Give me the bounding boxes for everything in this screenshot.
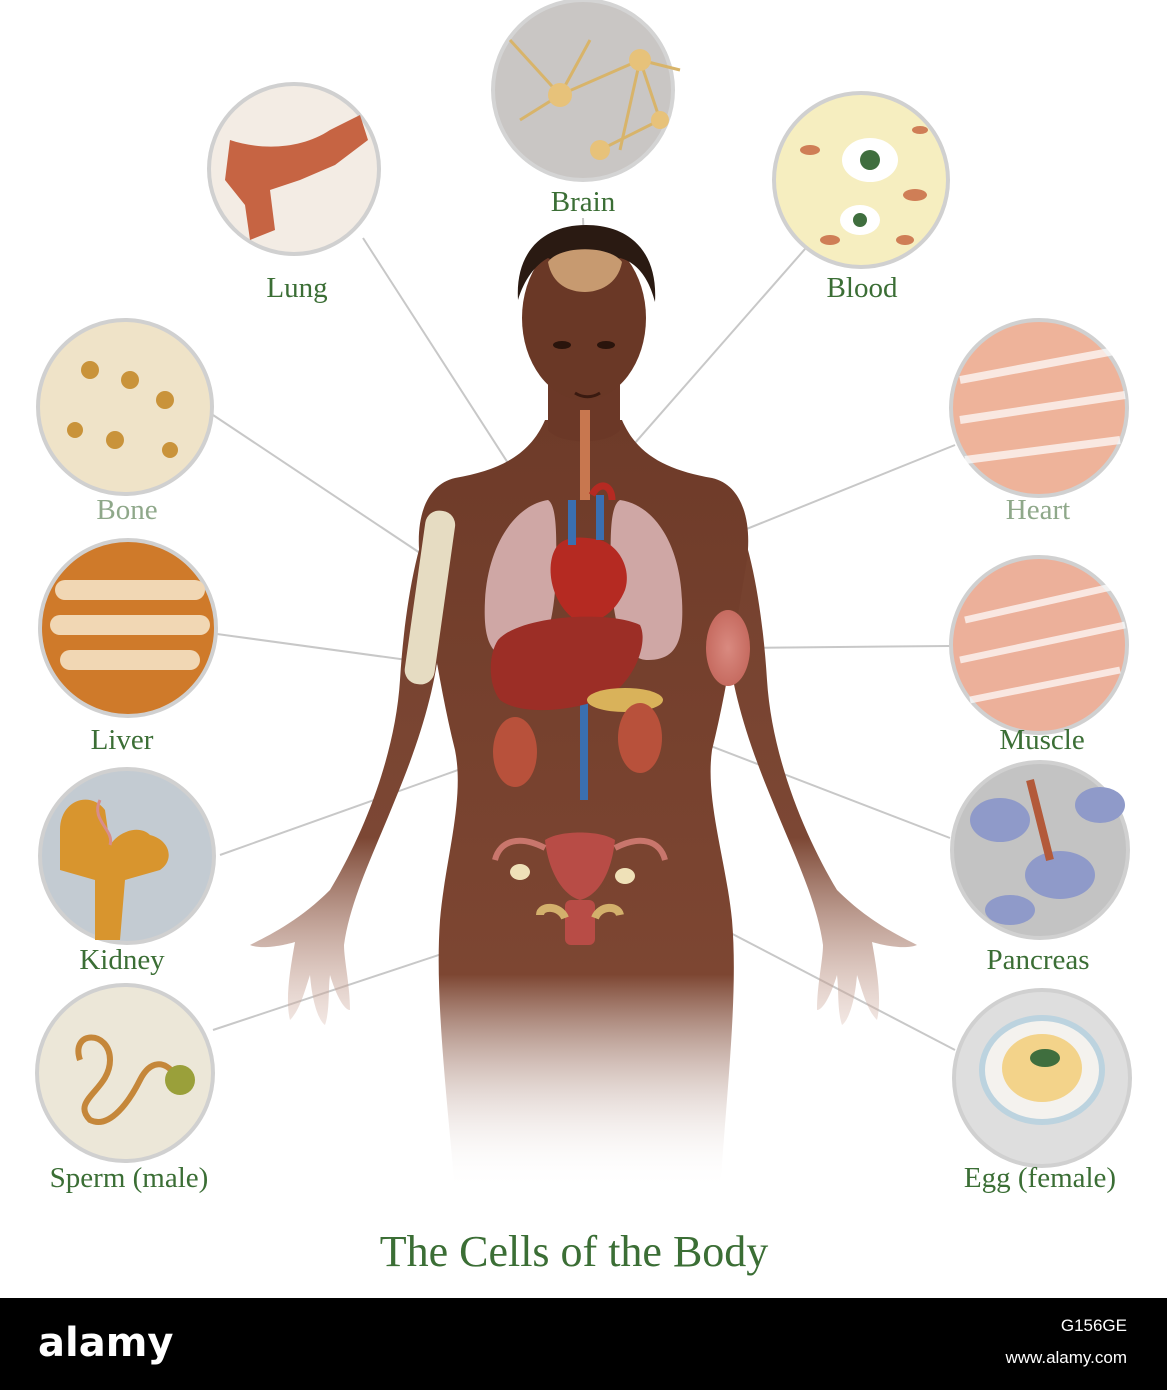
pancreas-cell-circle	[950, 760, 1130, 940]
label-heart: Heart	[1005, 494, 1071, 526]
lung-leader	[362, 237, 536, 506]
label-brain: Brain	[550, 186, 616, 218]
bone-leader	[212, 414, 439, 566]
left-lung	[484, 500, 557, 660]
vagina	[565, 900, 595, 945]
right-ovary	[615, 868, 635, 884]
left-arm	[250, 490, 445, 1025]
label-kidney: Kidney	[79, 944, 165, 976]
muscle-leader	[729, 645, 951, 649]
liver-cell-circle	[38, 538, 218, 718]
diagram-title: The Cells of the Body	[379, 1227, 769, 1276]
heart-organ	[550, 537, 627, 623]
label-blood: Blood	[826, 272, 898, 304]
left-ovary	[510, 864, 530, 880]
right-eye	[597, 341, 615, 349]
arm-muscle	[706, 610, 750, 686]
blood-cell-circle	[772, 91, 950, 269]
liver-organ	[490, 616, 643, 711]
right-kidney	[618, 703, 662, 773]
fallopian-tubes	[492, 837, 668, 861]
cells-diagram	[35, 0, 1132, 1190]
sperm-cell-circle	[35, 983, 215, 1163]
aorta	[588, 482, 616, 501]
label-pancreas: Pancreas	[986, 944, 1090, 976]
human-figure	[250, 225, 917, 1190]
lung-cell-circle	[207, 82, 381, 256]
label-liver: Liver	[90, 724, 154, 756]
muscle-cell-circle	[949, 555, 1129, 735]
left-eye	[553, 341, 571, 349]
brain-cell-circle	[491, 0, 681, 182]
stock-id: G156GE	[1060, 1316, 1127, 1335]
arm-bone	[404, 510, 456, 685]
kidney-leader	[219, 754, 501, 856]
bone-cell-circle	[36, 318, 214, 496]
brand-logo: alamy	[38, 1320, 174, 1366]
trachea	[580, 410, 590, 500]
torso	[418, 420, 749, 1190]
blood-vessels	[568, 495, 604, 800]
label-bone: Bone	[96, 494, 158, 526]
right-lung	[610, 500, 683, 660]
mouth	[574, 391, 601, 399]
egg-cell-circle	[952, 988, 1132, 1168]
footer-bar	[0, 1298, 1167, 1390]
left-kidney	[493, 717, 537, 787]
label-sperm: Sperm (male)	[49, 1162, 209, 1194]
uterus	[545, 832, 615, 900]
site-url: www.alamy.com	[1005, 1348, 1127, 1367]
brain-organ	[548, 249, 622, 292]
label-muscle: Muscle	[999, 724, 1085, 756]
kidney-cell-circle	[38, 767, 216, 945]
heart-cell-circle	[949, 318, 1129, 498]
male-organ-overlay	[536, 903, 624, 920]
label-lung: Lung	[266, 272, 328, 304]
label-egg: Egg (female)	[963, 1162, 1117, 1194]
